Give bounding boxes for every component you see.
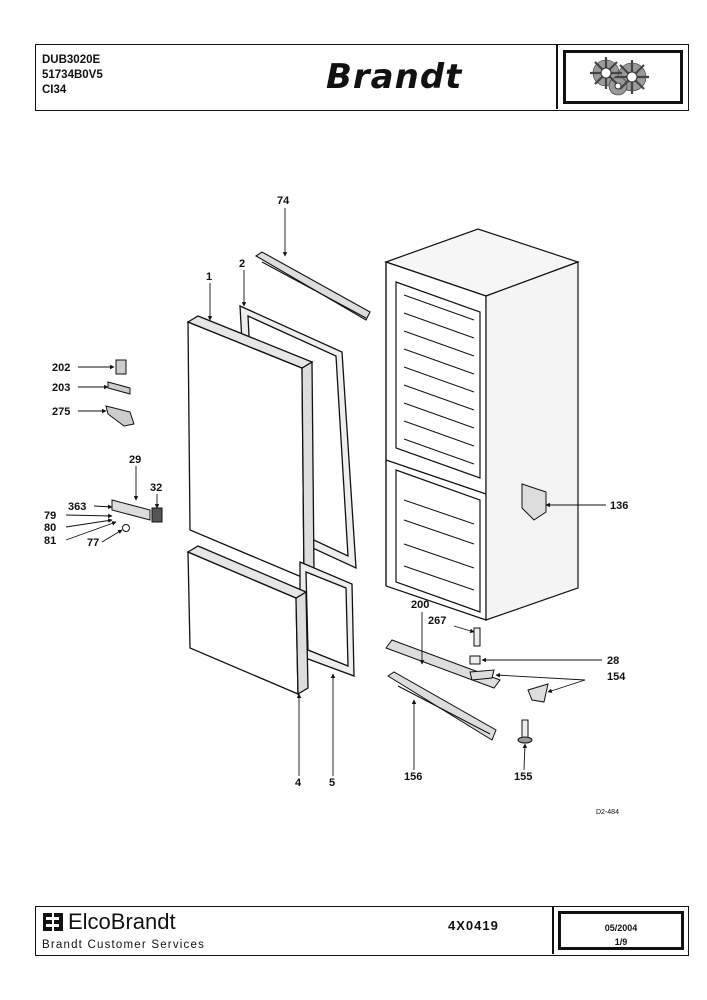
part-label-136: 136 <box>610 500 628 512</box>
part-label-203: 203 <box>52 382 70 394</box>
part-label-5: 5 <box>329 777 335 789</box>
date-box: 05/2004 1/9 <box>552 907 688 954</box>
part-label-32: 32 <box>150 482 162 494</box>
date-frame: 05/2004 1/9 <box>558 911 684 950</box>
hinge-parts-drawing <box>105 359 135 427</box>
part-label-81: 81 <box>44 535 56 547</box>
part-label-154: 154 <box>607 671 626 683</box>
drawing-id: D2-484 <box>596 809 619 816</box>
part-label-155: 155 <box>514 771 532 783</box>
part-label-363: 363 <box>68 501 86 513</box>
document-date: 05/2004 <box>604 923 638 933</box>
part-label-77: 77 <box>87 537 99 549</box>
part-label-1: 1 <box>206 271 212 283</box>
part-label-74: 74 <box>277 195 290 207</box>
service-name: Brandt Customer Services <box>42 939 206 951</box>
model-codes: DUB3020E 51734B0V5 CI34 <box>42 53 103 98</box>
upper-door-drawing <box>186 304 357 580</box>
lower-door-drawing <box>186 545 355 696</box>
exploded-view-diagram: 74 2 1 202 203 275 29 32 363 79 80 81 77… <box>0 180 707 830</box>
model-number: DUB3020E <box>42 54 101 66</box>
company-name: ElcoBrandt <box>68 909 176 934</box>
part-label-267: 267 <box>428 615 446 627</box>
logo-frame <box>563 50 683 104</box>
leader-lines <box>65 208 606 776</box>
part-label-275: 275 <box>52 406 70 418</box>
footer-box: ElcoBrandt Brandt Customer Services 4X04… <box>35 906 689 956</box>
part-label-29: 29 <box>129 454 141 466</box>
reference-number: 51734B0V5 <box>42 69 103 81</box>
part-label-4: 4 <box>295 777 302 789</box>
handle-assembly-drawing <box>111 499 163 532</box>
page-number: 1/9 <box>614 937 628 947</box>
exploded-view-svg: 74 2 1 202 203 275 29 32 363 79 80 81 77… <box>44 195 628 816</box>
top-rail-drawing <box>254 251 371 321</box>
part-label-156: 156 <box>404 771 422 783</box>
brand-logo: Brandt <box>326 57 463 97</box>
part-labels: 74 2 1 202 203 275 29 32 363 79 80 81 77… <box>44 195 628 816</box>
part-label-2: 2 <box>239 258 245 270</box>
part-label-28: 28 <box>607 655 619 667</box>
document-reference: 4X0419 <box>448 918 499 933</box>
variant-code: CI34 <box>42 84 67 96</box>
part-label-200: 200 <box>411 599 429 611</box>
part-label-79: 79 <box>44 510 56 522</box>
header-box: DUB3020E 51734B0V5 CI34 Brandt <box>35 44 689 111</box>
gears-logo-icon <box>590 57 649 96</box>
logo-box <box>556 45 688 109</box>
part-label-80: 80 <box>44 522 56 534</box>
eb-logo-icon <box>43 913 63 931</box>
side-parts-drawing <box>385 483 549 744</box>
cabinet-drawing <box>384 228 580 621</box>
part-label-202: 202 <box>52 362 70 374</box>
